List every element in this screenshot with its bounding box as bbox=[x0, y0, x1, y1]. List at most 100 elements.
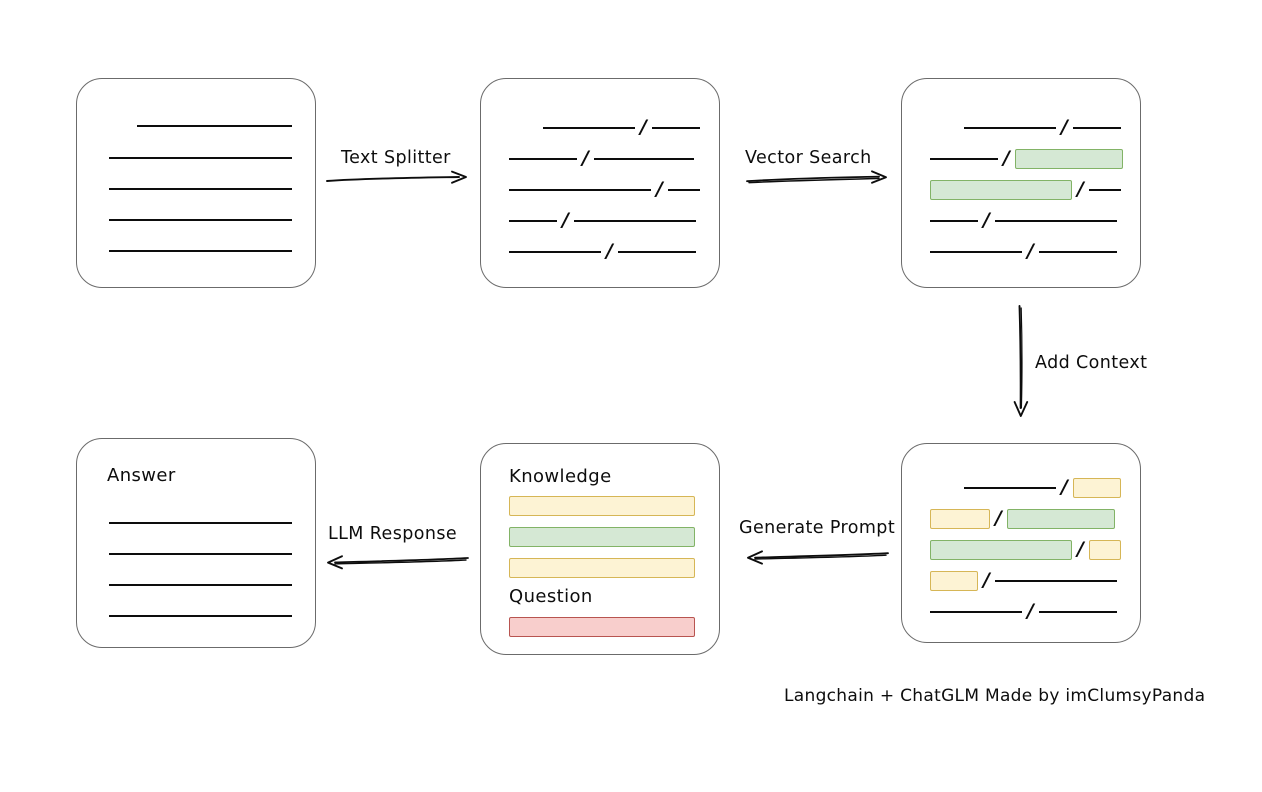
rule-segment bbox=[509, 189, 651, 191]
arrow-generate-prompt bbox=[747, 550, 889, 565]
rule-segment bbox=[109, 615, 292, 617]
rule-segment bbox=[593, 158, 694, 160]
arrow-add-context bbox=[1013, 305, 1029, 417]
box-source-document[interactable] bbox=[76, 78, 316, 288]
rule-segment bbox=[109, 250, 292, 252]
highlight-segment-yellow bbox=[930, 571, 978, 591]
rule-segment bbox=[930, 251, 1022, 253]
slash-separator: / bbox=[656, 177, 663, 200]
slash-separator: / bbox=[1077, 177, 1084, 200]
rule-segment bbox=[930, 158, 998, 160]
rule-segment bbox=[109, 522, 292, 524]
doc-line: / bbox=[509, 239, 696, 262]
doc-line bbox=[109, 211, 292, 229]
slash-separator: / bbox=[1061, 115, 1068, 138]
slash-separator: / bbox=[1027, 599, 1034, 622]
doc-line bbox=[109, 607, 292, 625]
arrow-text-splitter bbox=[326, 170, 467, 184]
highlight-segment-green bbox=[1006, 509, 1115, 529]
box-answer[interactable]: Answer bbox=[76, 438, 316, 648]
rule-segment bbox=[667, 189, 700, 191]
highlight-segment-yellow bbox=[1088, 540, 1121, 560]
rule-segment bbox=[964, 487, 1056, 489]
highlight-segment-green bbox=[930, 180, 1072, 200]
slash-separator: / bbox=[606, 239, 613, 262]
doc-line: / bbox=[930, 239, 1117, 262]
rule-segment bbox=[109, 219, 292, 221]
arrow-label-text-splitter: Text Splitter bbox=[341, 148, 451, 168]
highlight-segment-red bbox=[509, 617, 695, 637]
doc-line bbox=[109, 149, 292, 167]
box-prompt[interactable]: Knowledge Question bbox=[480, 443, 720, 655]
doc-line bbox=[509, 558, 695, 578]
rule-segment bbox=[994, 220, 1117, 222]
slash-separator: / bbox=[562, 208, 569, 231]
rule-segment bbox=[930, 611, 1022, 613]
rule-segment bbox=[109, 188, 292, 190]
rule-segment bbox=[509, 158, 577, 160]
arrow-label-add-context: Add Context bbox=[1035, 353, 1148, 373]
slash-separator: / bbox=[1027, 239, 1034, 262]
rule-segment bbox=[964, 127, 1056, 129]
box-matched-chunks[interactable]: / / / / / bbox=[901, 78, 1141, 288]
footer-credit: Langchain + ChatGLM Made by imClumsyPand… bbox=[784, 686, 1206, 706]
rule-segment bbox=[109, 584, 292, 586]
rule-segment bbox=[509, 220, 557, 222]
slash-separator: / bbox=[995, 506, 1002, 529]
rule-segment bbox=[617, 251, 696, 253]
doc-line: / bbox=[930, 506, 1115, 529]
doc-line bbox=[109, 545, 292, 563]
doc-line: / bbox=[509, 177, 700, 200]
slash-separator: / bbox=[582, 146, 589, 169]
rule-segment bbox=[930, 220, 978, 222]
arrow-label-vector-search: Vector Search bbox=[745, 148, 872, 168]
slash-separator: / bbox=[983, 208, 990, 231]
rule-segment bbox=[1038, 611, 1117, 613]
highlight-segment-yellow bbox=[1072, 478, 1121, 498]
rule-segment bbox=[137, 125, 292, 127]
highlight-segment-green bbox=[1014, 149, 1123, 169]
doc-line bbox=[509, 617, 695, 637]
doc-line bbox=[109, 514, 292, 532]
rule-segment bbox=[1088, 189, 1121, 191]
rule-segment bbox=[651, 127, 700, 129]
question-heading: Question bbox=[509, 586, 593, 607]
rule-segment bbox=[509, 251, 601, 253]
slash-separator: / bbox=[640, 115, 647, 138]
doc-line: / bbox=[930, 208, 1117, 231]
doc-line bbox=[109, 576, 292, 594]
box-context-chunks[interactable]: / / / / / bbox=[901, 443, 1141, 643]
doc-line bbox=[509, 527, 695, 547]
slash-separator: / bbox=[1077, 537, 1084, 560]
slash-separator: / bbox=[1061, 475, 1068, 498]
rule-segment bbox=[543, 127, 635, 129]
answer-heading: Answer bbox=[107, 465, 176, 486]
highlight-segment-yellow bbox=[509, 496, 695, 516]
rule-segment bbox=[1038, 251, 1117, 253]
rule-segment bbox=[109, 553, 292, 555]
doc-line: / bbox=[930, 568, 1117, 591]
highlight-segment-yellow bbox=[509, 558, 695, 578]
highlight-segment-yellow bbox=[930, 509, 990, 529]
highlight-segment-green bbox=[509, 527, 695, 547]
slash-separator: / bbox=[983, 568, 990, 591]
doc-line bbox=[109, 180, 292, 198]
doc-line bbox=[137, 117, 292, 135]
doc-line: / bbox=[930, 537, 1121, 560]
knowledge-heading: Knowledge bbox=[509, 466, 612, 487]
doc-line: / bbox=[509, 146, 694, 169]
rule-segment bbox=[1072, 127, 1121, 129]
slash-separator: / bbox=[1003, 146, 1010, 169]
doc-line: / bbox=[509, 208, 696, 231]
doc-line bbox=[509, 496, 695, 516]
doc-line: / bbox=[930, 599, 1117, 622]
box-split-chunks[interactable]: / / / / / bbox=[480, 78, 720, 288]
doc-line: / bbox=[930, 177, 1121, 200]
arrow-label-generate-prompt: Generate Prompt bbox=[739, 518, 896, 538]
doc-line bbox=[109, 242, 292, 260]
doc-line: / bbox=[930, 146, 1123, 169]
rule-segment bbox=[994, 580, 1117, 582]
arrow-label-llm-response: LLM Response bbox=[328, 524, 458, 544]
rule-segment bbox=[109, 157, 292, 159]
